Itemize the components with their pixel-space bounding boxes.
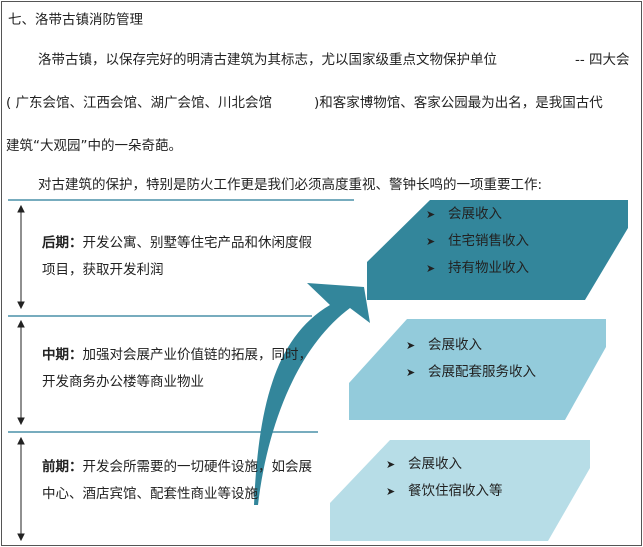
list-item: ➤会展收入 bbox=[406, 332, 536, 359]
paragraph2: 对古建筑的保护，特别是防火工作更是我们必须高度重视、警钟长鸣的一项重要工作: bbox=[38, 177, 543, 193]
list-item: ➤会展收入 bbox=[426, 201, 529, 228]
stage-mid: 中期：加强对会展产业价值链的拓展，同时，开发商务办公楼等商业物业 bbox=[42, 347, 312, 390]
paragraph1-line2: ( 广东会馆、江西会馆、湖广会馆、川北会馆 bbox=[6, 95, 273, 111]
section-heading: 七、洛带古镇消防管理 bbox=[8, 12, 143, 28]
income-list-mid: ➤会展收入 ➤会展配套服务收入 bbox=[406, 332, 536, 386]
income-list-late: ➤会展收入 ➤住宅销售收入 ➤持有物业收入 bbox=[426, 201, 529, 282]
list-item: ➤餐饮住宿收入等 bbox=[386, 478, 503, 505]
double-arrow-icon bbox=[17, 436, 25, 542]
timeline-arrows bbox=[17, 204, 25, 542]
stage-text: 加强对会展产业价值链的拓展，同时，开发商务办公楼等商业物业 bbox=[42, 347, 312, 390]
arrow-bullet-icon: ➤ bbox=[426, 208, 436, 221]
stage-label: 中期 bbox=[42, 347, 69, 363]
paragraph1-line1-tail: -- 四大会 bbox=[575, 52, 630, 68]
stage-text: 开发公寓、别墅等住宅产品和休闲度假项目，获取开发利润 bbox=[42, 235, 312, 278]
growth-curve-arrow-icon bbox=[254, 283, 370, 505]
paragraph1-line1: 洛带古镇，以保存完好的明清古建筑为其标志，尤以国家级重点文物保护单位 bbox=[38, 52, 497, 68]
arrow-bullet-icon: ➤ bbox=[386, 458, 396, 471]
list-item: ➤会展收入 bbox=[386, 451, 503, 478]
arrow-bullet-icon: ➤ bbox=[406, 366, 416, 379]
list-item: ➤持有物业收入 bbox=[426, 255, 529, 282]
list-item: ➤住宅销售收入 bbox=[426, 228, 529, 255]
arrow-bullet-icon: ➤ bbox=[426, 262, 436, 275]
stage-late: 后期：开发公寓、别墅等住宅产品和休闲度假项目，获取开发利润 bbox=[42, 235, 312, 278]
paragraph1-line3: 建筑“大观园”中的一朵奇葩。 bbox=[6, 138, 182, 154]
paragraph1-line2-tail: )和客家博物馆、客家公园最为出名，是我国古代 bbox=[314, 95, 603, 111]
arrow-bullet-icon: ➤ bbox=[406, 339, 416, 352]
stage-early: 前期：开发会所需要的一切硬件设施，如会展中心、酒店宾馆、配套性商业等设施 bbox=[42, 459, 312, 502]
stage-label: 前期 bbox=[42, 459, 69, 475]
income-box-mid bbox=[349, 319, 606, 420]
arrow-bullet-icon: ➤ bbox=[426, 235, 436, 248]
income-box-late bbox=[367, 200, 628, 300]
income-list-early: ➤会展收入 ➤餐饮住宿收入等 bbox=[386, 451, 503, 505]
list-item: ➤会展配套服务收入 bbox=[406, 359, 536, 386]
arrow-bullet-icon: ➤ bbox=[386, 485, 396, 498]
stage-text: 开发会所需要的一切硬件设施，如会展中心、酒店宾馆、配套性商业等设施 bbox=[42, 459, 312, 502]
double-arrow-icon bbox=[17, 319, 25, 426]
stage-label: 后期 bbox=[42, 235, 69, 251]
income-box-early bbox=[330, 440, 590, 541]
